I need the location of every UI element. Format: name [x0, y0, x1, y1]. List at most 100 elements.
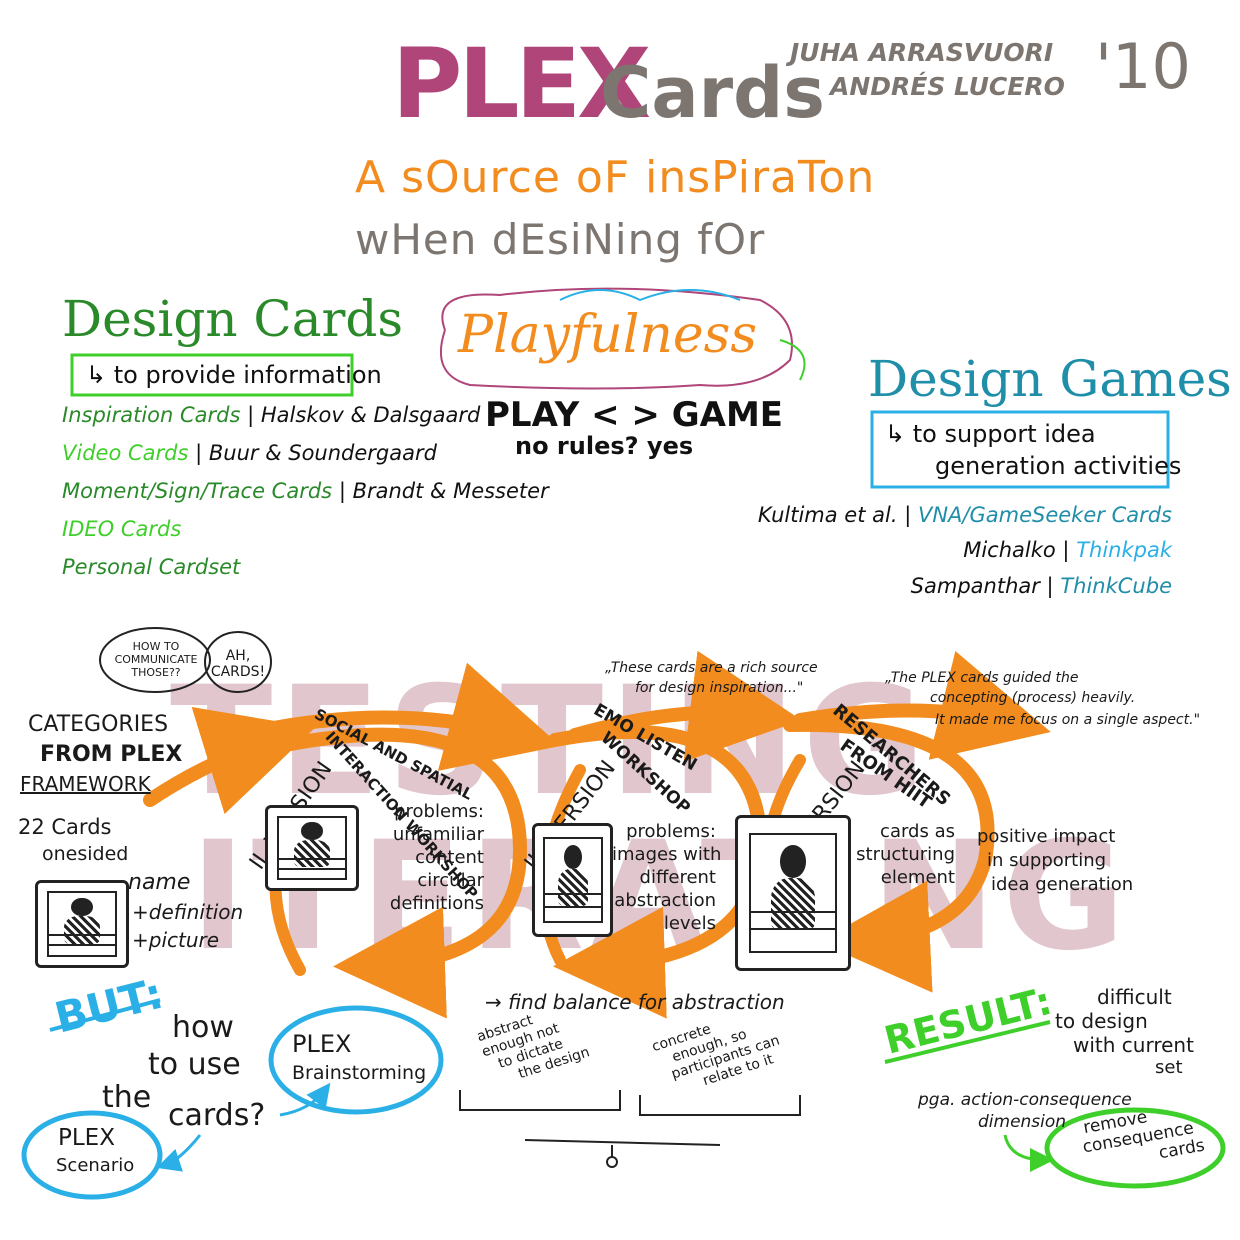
categories-line-3: FRAMEWORK — [20, 772, 151, 796]
card-content-name: name — [128, 870, 191, 895]
balance-bracket-right — [639, 1095, 801, 1116]
design-cards-list: Inspiration Cards | Halskov & Dalsgaard … — [62, 403, 549, 593]
reply-bubble-outline — [204, 631, 272, 693]
difficult-item: difficult — [1097, 985, 1172, 1009]
design-card-item: IDEO Cards — [62, 517, 549, 555]
design-game-name: VNA/GameSeeker Cards — [917, 503, 1172, 527]
how-to-use-2: to use — [148, 1047, 241, 1082]
categories-line-1: CATEGORIES — [28, 712, 169, 737]
but-arrow-2 — [156, 1134, 202, 1172]
design-game-item: Kultima et al. | VNA/GameSeeker Cards — [758, 503, 1172, 527]
no-rules-yes: no rules? yes — [515, 432, 694, 460]
problems-2-item: definitions — [389, 893, 484, 914]
playfulness-word: Playfulness — [458, 305, 757, 365]
quote-1-line-1: „These cards are a rich source — [605, 660, 818, 676]
year: '10 — [1095, 30, 1191, 103]
brainstorming-line-2: Brainstorming — [292, 1062, 427, 1084]
balance-fulcrum — [606, 1156, 618, 1168]
brainstorming-line-1: PLEX — [292, 1030, 352, 1058]
author-1: JUHA ARRASVUORI — [790, 38, 1054, 67]
structuring-item: structuring — [856, 844, 955, 865]
difficult-list: difficult to design with current set — [1055, 985, 1194, 1079]
impact-item: in supporting — [987, 850, 1107, 871]
quote-2-line-1: „The PLEX cards guided the — [885, 670, 1079, 686]
how-to-use-4: cards? — [168, 1098, 266, 1133]
design-game-author: Sampanthar | — [910, 574, 1054, 598]
problems-3-item: different — [639, 867, 716, 888]
design-card-author: | Buur & Soundergaard — [195, 441, 437, 465]
design-game-item: Michalko | Thinkpak — [963, 538, 1172, 562]
design-card-author: | Brandt & Messeter — [338, 479, 549, 503]
flow-arrow-2 — [233, 662, 561, 771]
design-card-name: Moment/Sign/Trace Cards — [62, 479, 333, 503]
difficult-item: set — [1155, 1057, 1183, 1078]
design-card-item: Personal Cardset — [62, 555, 549, 593]
design-card-item: Inspiration Cards | Halskov & Dalsgaard — [62, 403, 549, 441]
impact-list: positive impact in supporting idea gener… — [977, 825, 1133, 897]
how-to-use-3: the — [102, 1080, 152, 1115]
card-v2-icon — [265, 805, 359, 891]
design-cards-purpose: ↳ to provide information — [86, 361, 382, 389]
quote-1-line-2: for design inspiration..." — [635, 680, 804, 696]
dimension-line-1: pga. action-consequence — [918, 1090, 1132, 1110]
problems-3-item: abstraction — [614, 890, 716, 911]
design-cards-purpose-box — [70, 353, 354, 397]
balance-bracket-left — [459, 1090, 621, 1111]
problems-2-item: content — [415, 847, 484, 868]
author-2: ANDRÉS LUCERO — [830, 72, 1065, 101]
design-games-heading: Design Games — [868, 350, 1232, 408]
card-content-definition: +definition — [132, 900, 244, 924]
impact-item: positive impact — [977, 826, 1116, 847]
card-content-picture: +picture — [132, 928, 220, 952]
card-v3-icon — [532, 823, 613, 937]
play-game: PLAY < > GAME — [485, 395, 784, 435]
subtitle-line-1: A sOurce oF insPiraTon — [355, 152, 876, 203]
design-games-purpose-2: generation activities — [935, 452, 1182, 480]
design-card-name: Personal Cardset — [62, 555, 241, 579]
problems-3-item: images with — [612, 844, 722, 865]
design-cards-heading: Design Cards — [62, 290, 404, 348]
design-card-author: | Halskov & Dalsgaard — [247, 403, 481, 427]
speech-bubble-outline — [99, 627, 211, 693]
design-games-purpose-box — [870, 410, 1170, 489]
title-plex: PLEX — [392, 28, 651, 140]
playfulness-flourish — [559, 289, 741, 302]
design-game-name: Thinkpak — [1076, 538, 1172, 562]
but-arrow-1 — [279, 1082, 331, 1117]
speech-bubble-text: HOW TO COMMUNICATE THOSE?? — [114, 640, 198, 679]
problems-3-item: levels — [663, 913, 716, 934]
design-game-name: ThinkCube — [1060, 574, 1172, 598]
scenario-line-1: PLEX — [58, 1125, 115, 1151]
quote-2-line-2: concepting (process) heavily. — [930, 690, 1136, 706]
flow-arrow-4 — [793, 650, 1051, 760]
design-card-item: Moment/Sign/Trace Cards | Brandt & Messe… — [62, 479, 549, 517]
brainstorming-bubble — [268, 1005, 444, 1115]
playfulness-swirl — [440, 287, 793, 390]
design-card-item: Video Cards | Buur & Soundergaard — [62, 441, 549, 479]
result-underline — [884, 1020, 1051, 1064]
result-arrow — [1003, 1134, 1054, 1172]
design-game-item: Sampanthar | ThinkCube — [911, 574, 1172, 598]
problems-3-item: problems: — [626, 821, 716, 842]
impact-item: idea generation — [991, 874, 1134, 895]
balance-beam — [524, 1139, 721, 1146]
structuring-list: cards as structuring element — [855, 820, 955, 889]
subtitle-line-2: wHen dEsiNing fOr — [355, 215, 766, 264]
problems-2-item: circular — [417, 870, 484, 891]
title-cards: Cards — [600, 52, 825, 134]
problems-2-item: unfamiliar — [392, 824, 484, 845]
flow-arrow-1 — [143, 707, 316, 815]
playfulness-flourish-2 — [779, 339, 806, 381]
speech-reply-text: AH, CARDS! — [210, 648, 266, 680]
problems-3-list: problems: images with different abstract… — [612, 820, 722, 935]
how-to-use-1: how — [172, 1010, 234, 1045]
balance-heading: → find balance for abstraction — [485, 990, 785, 1014]
categories-line-2: FROM PLEX — [40, 742, 183, 767]
card-v4-icon — [735, 815, 851, 971]
design-card-name: IDEO Cards — [62, 517, 182, 541]
but-underline — [49, 998, 161, 1032]
loop-arc-4 — [783, 717, 995, 993]
loop-arc-2 — [278, 727, 528, 1019]
difficult-item: to design — [1055, 1009, 1148, 1033]
design-games-purpose-1: ↳ to support idea — [885, 420, 1096, 448]
